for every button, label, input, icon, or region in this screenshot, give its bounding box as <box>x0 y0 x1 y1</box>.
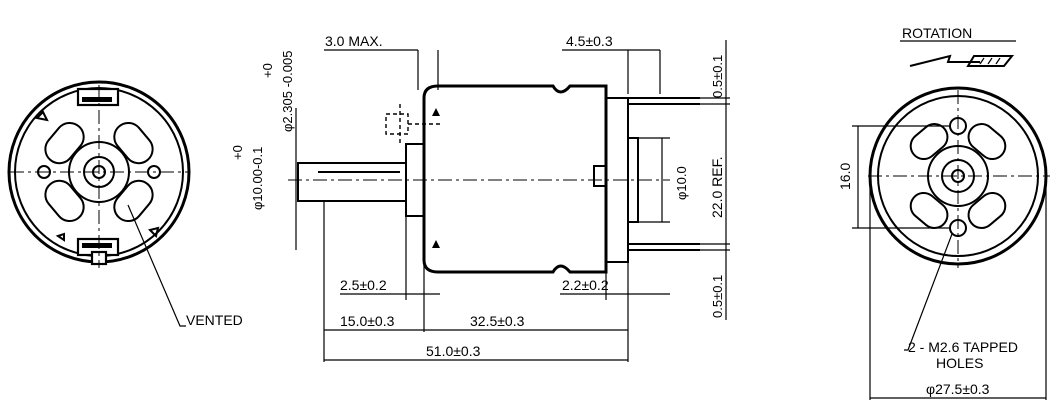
top-terminal-slot <box>82 97 112 102</box>
hatch <box>995 57 1001 65</box>
vented-leader <box>127 204 186 327</box>
dim-body-dia: φ10.00-0.1 <box>250 147 265 210</box>
dim-22-ref: 22.0 REF. <box>709 157 725 218</box>
vent-slot <box>113 179 154 223</box>
rear-bearing <box>627 137 639 223</box>
dim-16: 16.0 <box>837 163 853 190</box>
rear-marker <box>34 110 49 122</box>
dim-2-2: 2.2±0.2 <box>562 277 609 293</box>
front-vent-slot <box>909 191 949 229</box>
dim-shaft-dia: φ2.305 -0.005 <box>280 51 295 132</box>
front-vent-slot <box>967 191 1007 229</box>
hatch <box>987 57 993 65</box>
vent-slot <box>44 179 85 223</box>
side-view: 3.0 MAX. 4.5±0.3 φ2.305 -0.005 +0 φ10.00… <box>230 33 730 362</box>
body-mark <box>432 108 440 116</box>
rotation-label: ROTATION <box>902 25 972 41</box>
vent-slot <box>44 121 85 165</box>
front-end-view: ROTATION 16.0 2 <box>837 25 1050 400</box>
shaft-tol: +0 <box>260 63 275 78</box>
dim-0-5-top: 0.5±0.1 <box>710 55 725 98</box>
tapped-label-1: 2 - M2.6 TAPPED <box>908 339 1018 355</box>
rear-end-view: VENTED <box>7 80 243 328</box>
vented-label: VENTED <box>186 312 243 328</box>
dim-2-5: 2.5±0.2 <box>340 277 387 293</box>
body-mark <box>432 240 440 248</box>
body-tol: +0 <box>230 145 245 160</box>
dim-3-max: 3.0 MAX. <box>325 33 383 49</box>
rear-marker <box>148 226 160 238</box>
rear-marker <box>55 232 65 242</box>
dim-32-5: 32.5±0.3 <box>470 313 525 329</box>
dim-10: φ10.0 <box>674 166 689 200</box>
vent-slot <box>113 121 154 165</box>
dim-4-5: 4.5±0.3 <box>566 33 613 49</box>
bottom-terminal-slot <box>82 243 112 248</box>
tapped-leader <box>904 233 953 351</box>
body-clip <box>593 165 607 187</box>
motor-body <box>422 84 608 274</box>
rotation-arrow-icon <box>909 54 980 67</box>
tapped-label-2: HOLES <box>936 355 983 371</box>
hatch <box>979 57 985 65</box>
output-shaft <box>297 162 407 202</box>
mount-screw-hidden <box>385 113 409 135</box>
front-vent-slot <box>909 123 949 161</box>
dim-51: 51.0±0.3 <box>426 343 481 359</box>
dim-15: 15.0±0.3 <box>340 313 395 329</box>
dim-0-5-bot: 0.5±0.1 <box>710 275 725 318</box>
rotation-arrow-tail-icon <box>966 55 1015 67</box>
front-vent-slot <box>967 123 1007 161</box>
dim-27-5: φ27.5±0.3 <box>926 381 990 397</box>
